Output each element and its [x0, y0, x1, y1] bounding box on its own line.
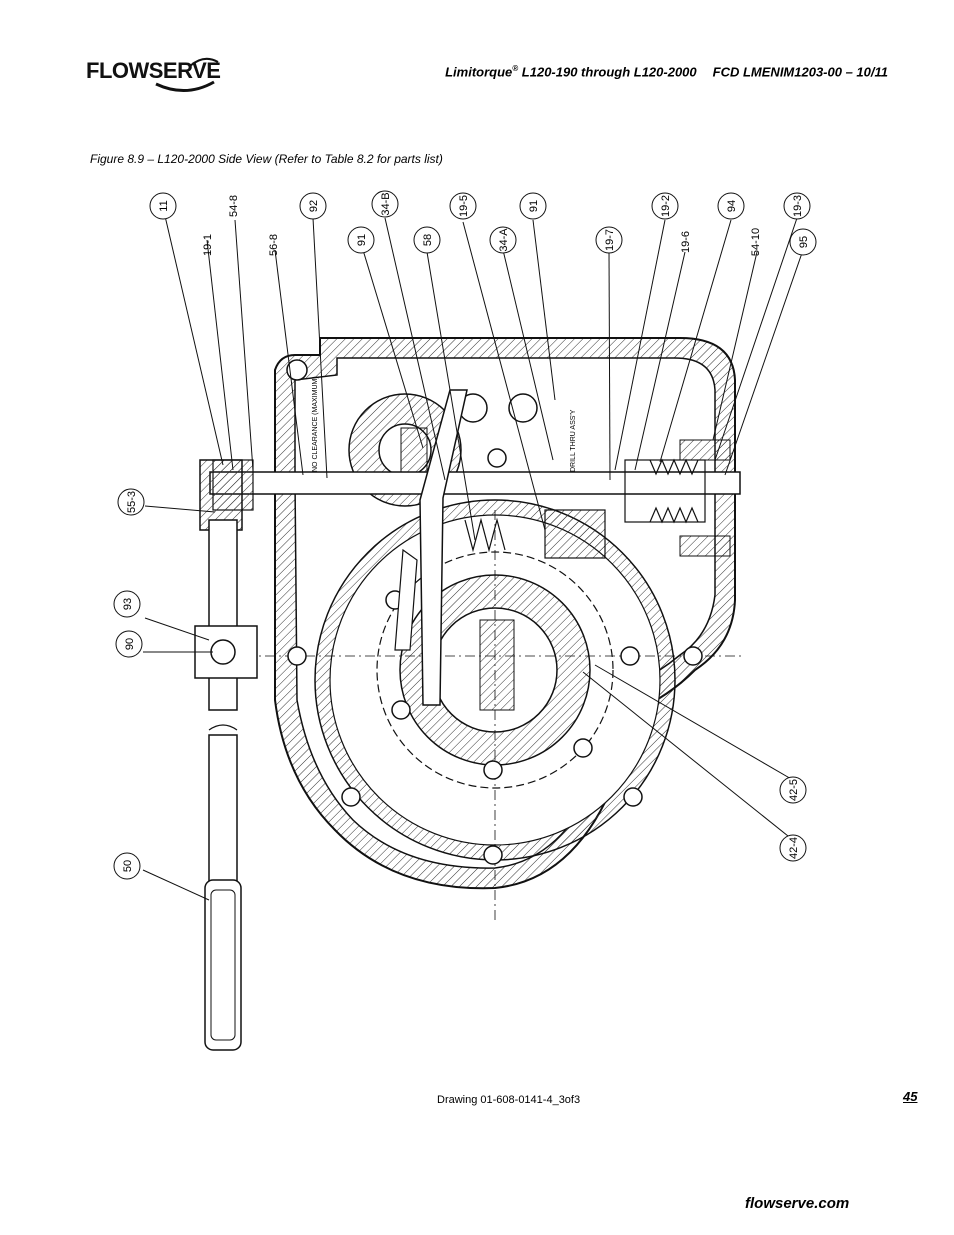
- page-number: 45: [903, 1089, 918, 1104]
- svg-text:34-B: 34-B: [380, 192, 392, 215]
- callout-34-A: 34-A: [489, 226, 517, 254]
- svg-text:54-8: 54-8: [228, 195, 240, 217]
- svg-text:11: 11: [158, 200, 170, 211]
- svg-text:58: 58: [422, 234, 434, 246]
- callout-55-3: 55-3: [117, 488, 145, 516]
- callout-19-6: 19-6: [680, 231, 692, 253]
- leader-lines: [142, 215, 804, 901]
- drawing-annotations: NO CLEARANCE (MAXIMUM) DRILL THRU ASS'Y: [312, 376, 577, 472]
- svg-text:19-5: 19-5: [458, 195, 470, 217]
- annotation-no-clearance: NO CLEARANCE (MAXIMUM): [312, 376, 319, 472]
- callout-95: 95: [789, 228, 817, 256]
- callout-91-a: 91: [347, 226, 375, 254]
- svg-text:90: 90: [124, 638, 136, 650]
- svg-text:34-A: 34-A: [498, 228, 510, 252]
- callout-93: 93: [113, 590, 141, 618]
- callout-56-8: 56-8: [268, 234, 280, 256]
- annotation-drill-thru: DRILL THRU ASS'Y: [570, 409, 577, 472]
- callout-19-1: 19-1: [202, 234, 214, 256]
- svg-text:19-6: 19-6: [680, 231, 692, 253]
- logo-swoosh-icon: [155, 57, 219, 92]
- svg-text:19-2: 19-2: [660, 195, 672, 217]
- callout-42-4: 42-4: [779, 834, 807, 862]
- handwheel-shaft: [194, 459, 258, 1051]
- figure-caption: Figure 8.9 – L120-2000 Side View (Refer …: [90, 152, 443, 166]
- svg-text:42-5: 42-5: [788, 779, 800, 801]
- callout-19-3: 19-3: [783, 192, 811, 220]
- callout-42-5: 42-5: [779, 776, 807, 804]
- svg-text:19-1: 19-1: [202, 234, 214, 256]
- callout-19-5: 19-5: [449, 192, 477, 220]
- svg-text:42-4: 42-4: [788, 837, 800, 859]
- product-range: L120-190 through L120-2000: [518, 64, 697, 80]
- svg-text:91: 91: [356, 234, 368, 246]
- product-name: Limitorque: [445, 64, 513, 80]
- side-view-drawing: NO CLEARANCE (MAXIMUM) DRILL THRU ASS'Y …: [113, 190, 817, 1051]
- callout-50: 50: [113, 852, 141, 880]
- website-link[interactable]: flowserve.com: [745, 1195, 850, 1212]
- callout-91-b: 91: [519, 192, 547, 220]
- callout-92: 92: [299, 192, 327, 220]
- declutch-lever: [394, 389, 468, 706]
- logo-text: FLOWSERVE: [86, 58, 221, 83]
- callout-34-B: 34-B: [371, 190, 399, 218]
- callout-58: 58: [413, 226, 441, 254]
- svg-text:55-3: 55-3: [126, 491, 138, 513]
- registered-mark: ®: [512, 64, 519, 73]
- callout-94: 94: [717, 192, 745, 220]
- callout-11: 11: [149, 192, 177, 220]
- document-code: FCD LMENIM1203-00 – 10/11: [712, 64, 888, 80]
- callout-19-7: 19-7: [595, 226, 623, 254]
- svg-text:50: 50: [122, 860, 134, 872]
- svg-text:93: 93: [122, 598, 134, 610]
- svg-text:54-10: 54-10: [750, 228, 762, 256]
- callout-90: 90: [115, 630, 143, 658]
- callout-54-10: 54-10: [750, 228, 762, 256]
- callouts: 11 19-1 54-8 56-8 92 34-B 91 58 19-5 34-…: [113, 190, 817, 880]
- callout-19-2: 19-2: [651, 192, 679, 220]
- svg-text:92: 92: [308, 200, 320, 212]
- svg-text:19-3: 19-3: [792, 195, 804, 217]
- callout-54-8: 54-8: [228, 195, 240, 217]
- flowserve-logo: FLOWSERVE: [86, 52, 226, 96]
- svg-text:91: 91: [528, 200, 540, 212]
- svg-text:19-7: 19-7: [604, 229, 616, 251]
- drawing-number: Drawing 01-608-0141-4_3of3: [437, 1094, 581, 1106]
- document-header: Limitorque® L120-190 through L120-2000 FC…: [445, 64, 888, 79]
- svg-text:95: 95: [798, 236, 810, 248]
- svg-text:94: 94: [726, 200, 738, 212]
- svg-text:56-8: 56-8: [268, 234, 280, 256]
